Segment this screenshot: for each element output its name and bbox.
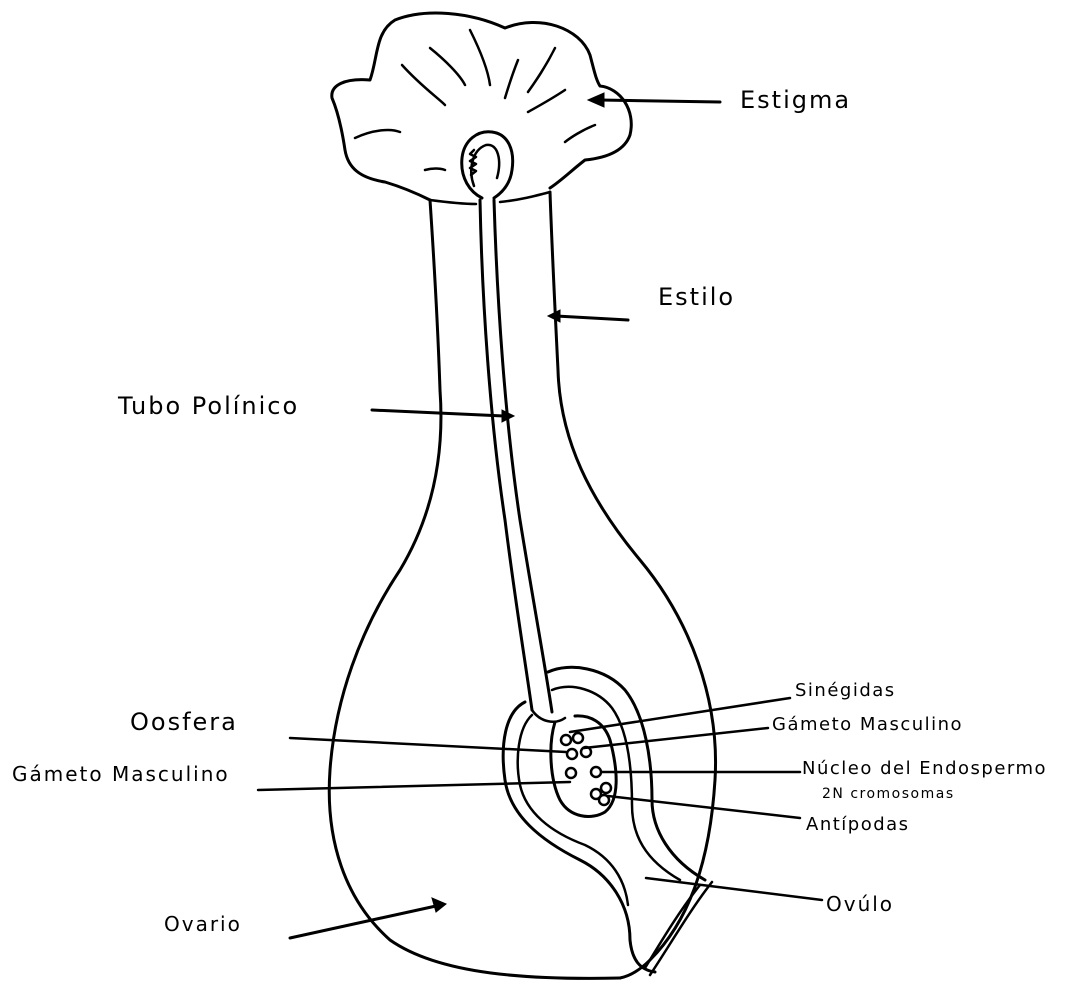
leader-gameto-left [258,782,570,790]
label-gameto-masculino-left: Gámeto Masculino [12,762,230,786]
label-estigma: Estigma [740,86,851,114]
leader-estigma [600,100,720,102]
leader-ovulo [646,878,822,900]
label-antipodas: Antípodas [806,814,910,835]
stigma-fold [402,65,445,105]
synergid-cells [561,733,583,745]
stigma-fold [470,30,490,85]
stigma-fold [505,60,518,98]
leader-sinergidas [570,698,790,732]
arrowhead-estigma [588,93,604,107]
label-tubo-polinico: Tubo Polínico [118,392,299,420]
ovule-outer-integument [548,667,705,880]
pollen-grain [462,132,513,198]
pollen-tube-right [494,200,552,712]
stigma-fold [425,169,445,171]
stigma-outline [332,13,631,200]
leader-antipodas [608,796,800,818]
stigma-fold [528,90,565,112]
endosperm-nucleus [591,767,601,777]
egg-cell [566,768,576,778]
pollen-tube-tip [532,710,565,722]
label-nucleo-endospermo: Núcleo del Endospermo [802,758,1047,779]
label-sinergidas: Sinégidas [795,680,896,701]
stigma-fold [528,48,555,92]
label-gameto-masculino-right: Gámeto Masculino [772,714,963,735]
leader-tubo-polinico [372,410,504,416]
stigma-fold [565,125,595,142]
funiculus [650,882,712,975]
label-ovario: Ovario [164,912,242,936]
stigma-fold [355,130,400,138]
antipodal-cells [591,783,611,805]
label-estilo: Estilo [658,283,735,311]
leader-estilo [556,316,628,320]
pollen-tube-left [480,200,532,710]
label-ovulo: Ovúlo [826,892,894,916]
funiculus [645,885,700,968]
style-rim [500,192,550,202]
label-cromosomas: 2N cromosomas [822,786,955,802]
style-rim [430,200,476,204]
stigma-fold [430,48,465,85]
leader-gameto-right [584,728,768,748]
arrowhead-ovario [432,898,446,912]
label-oosfera: Oosfera [130,708,238,736]
